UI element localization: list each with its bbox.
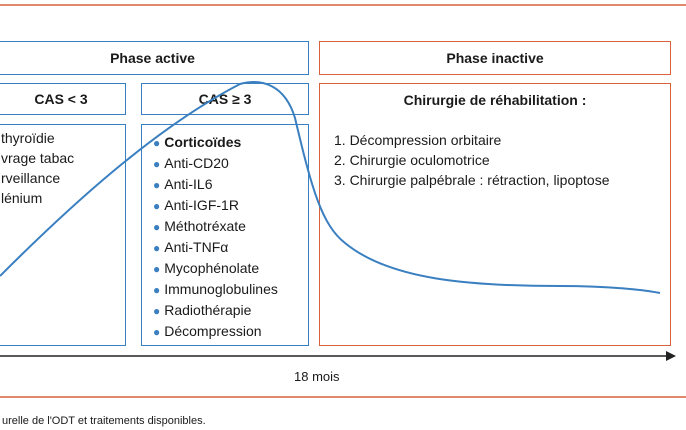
cas-high-item: Mycophénolate — [164, 260, 260, 276]
rehab-list: 1. Décompression orbitaire 2. Chirurgie … — [334, 130, 610, 190]
cas-high-item: Immunoglobulines — [164, 281, 278, 297]
cas-low-item: rveillance — [1, 170, 61, 186]
cas-low-box: CAS < 3 — [0, 83, 126, 115]
cas-high-list: ●Corticoïdes ●Anti-CD20 ●Anti-IL6 ●Anti-… — [153, 132, 278, 342]
cas-low-list: thyroïdie vrage tabac rveillance lénium — [1, 128, 74, 208]
bullet-icon: ● — [153, 241, 161, 255]
bullet-icon: ● — [153, 136, 161, 150]
bullet-icon: ● — [153, 199, 161, 213]
phase-active-box: Phase active — [0, 41, 309, 75]
cas-low-item: thyroïdie — [1, 130, 55, 146]
bullet-icon: ● — [153, 262, 161, 276]
cas-high-box: CAS ≥ 3 — [141, 83, 309, 115]
cas-high-treatments-box: ●Corticoïdes ●Anti-CD20 ●Anti-IL6 ●Anti-… — [141, 124, 309, 346]
activity-curve — [0, 81, 661, 294]
bullet-icon: ● — [153, 220, 161, 234]
bullet-icon: ● — [153, 325, 161, 339]
bullet-icon: ● — [153, 283, 161, 297]
rehab-item: 2. Chirurgie oculomotrice — [334, 152, 490, 168]
cas-high-item: Anti-IL6 — [164, 176, 213, 192]
top-border — [0, 4, 686, 6]
phase-active-title: Phase active — [110, 50, 195, 66]
cas-low-treatments-box: thyroïdie vrage tabac rveillance lénium — [0, 124, 126, 346]
cas-low-item: lénium — [1, 190, 43, 206]
bottom-border — [0, 396, 686, 398]
cas-high-item: Corticoïdes — [164, 134, 242, 150]
rehab-title: Chirurgie de réhabilitation : — [403, 92, 587, 108]
bullet-icon: ● — [153, 304, 161, 318]
bullet-icon: ● — [153, 157, 161, 171]
phase-inactive-box: Phase inactive — [319, 41, 671, 75]
figure-caption: urelle de l'ODT et traitements disponibl… — [2, 415, 206, 427]
rehab-item: 1. Décompression orbitaire — [334, 132, 502, 148]
cas-high-title: CAS ≥ 3 — [198, 91, 252, 107]
cas-high-item: Anti-IGF-1R — [164, 197, 239, 213]
phase-inactive-title: Phase inactive — [446, 50, 544, 66]
cas-low-title: CAS < 3 — [34, 91, 88, 107]
bullet-icon: ● — [153, 178, 161, 192]
cas-high-item: Radiothérapie — [164, 302, 252, 318]
cas-high-item: Décompression — [164, 323, 262, 339]
cas-high-item: Méthotréxate — [164, 218, 246, 234]
rehab-item: 3. Chirurgie palpébrale : rétraction, li… — [334, 172, 610, 188]
time-axis-label: 18 mois — [294, 369, 340, 384]
time-axis-arrowhead — [666, 351, 676, 361]
cas-high-item: Anti-CD20 — [164, 155, 229, 171]
cas-low-item: vrage tabac — [1, 150, 75, 166]
rehab-box: Chirurgie de réhabilitation : 1. Décompr… — [319, 83, 671, 346]
cas-high-item: Anti-TNFα — [164, 239, 229, 255]
